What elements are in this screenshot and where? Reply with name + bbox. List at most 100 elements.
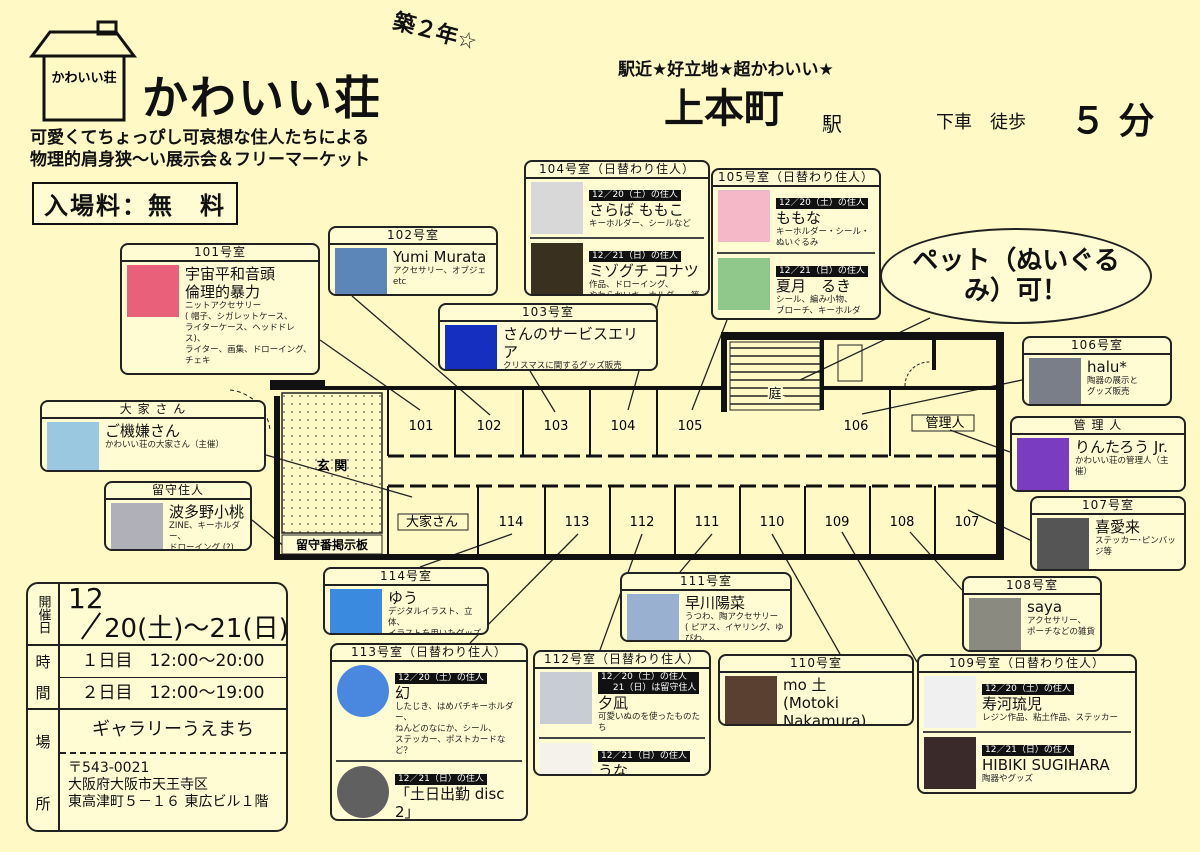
exhibitor-name: さらば ももこ (589, 201, 684, 219)
exhibitor-photo (718, 258, 770, 310)
day-badge: 12／21（日）の住人 (589, 251, 681, 262)
room-108-label: 108 (890, 515, 915, 530)
walk-minutes: ５ 分 (1070, 101, 1155, 142)
exhibitor-name: 幻 (395, 684, 411, 702)
box-room-104: 104号室（日替わり住人） 12／20（土）の住人さらば ももこ キーホルダー、… (524, 160, 710, 296)
exhibitor-description: かわいい荘の管理人（主催） (1075, 456, 1169, 477)
exhibitor-entry: 12／21（日）の住人ミゾグチ コナツ 作品、ドローイング、 やわらかいキーホル… (530, 237, 704, 294)
date-label: 開催日 (35, 594, 51, 634)
day-badge: 12／20（土）の住人 (589, 190, 681, 201)
exhibitor-entry: りんたろう Jr. かわいい荘の管理人（主催） (1012, 435, 1184, 490)
box-header: 107号室 (1032, 498, 1184, 515)
box-room-112: 112号室（日替わり住人） 12／20（土）の住人 21（日）は留守住人夕凪 可… (533, 650, 711, 776)
box-room-108: 108号室 saya アクセサリー、 ポーチなどの雑貨 (962, 576, 1102, 652)
exhibitor-description: うつわ、陶アクセサリー ( ピアス、イヤリング、ゆびわ、 ピンバッジ、ブローチ … (685, 612, 784, 642)
box-room-102: 102号室 Yumi Murata アクセサリー、オブジェ etc (328, 226, 498, 296)
time-label-1: 時 (35, 653, 51, 671)
landlord-room-label: 大家さん (406, 514, 458, 530)
exhibitor-name: HIBIKI SUGIHARA (982, 756, 1110, 774)
exhibitor-photo (47, 422, 99, 470)
exhibitor-name: ももな (776, 209, 822, 227)
exhibitor-description: デジタルイラスト、立体、 イラストを用いたグッズ (388, 607, 482, 635)
exhibitor-description: ZINE、キーホルダー、 ドローイング (?) (169, 521, 241, 551)
event-info-table: 開催日 12 20(土)〜21(日) 時 間 １日目 12:00〜20:00 ２… (26, 582, 288, 832)
box-header: 108号室 (964, 578, 1100, 595)
exhibitor-entry: 12／20（土）の住人ももな キーホルダー・シール・ ぬいぐるみ (713, 187, 879, 252)
notice-board-label: 留守番掲示板 (296, 537, 369, 552)
admission-fee: 入場料：無 料 (32, 182, 238, 225)
exhibitor-name: 夕凪 (598, 694, 629, 712)
exhibitor-entry: 12／20（土）の住人さらば ももこ キーホルダー、シールなど (526, 179, 708, 237)
day-badge: 12／20（土）の住人 21（日）は留守住人 (598, 672, 700, 694)
room-101-label: 101 (409, 419, 434, 434)
address-line-2: 東高津町５－１６ 東広ビル１階 (68, 794, 269, 810)
box-header: 112号室（日替わり住人） (535, 652, 709, 669)
room-113-label: 113 (565, 515, 590, 530)
exhibitor-name: Yumi Murata (393, 248, 487, 266)
box-header: 109号室（日替わり住人） (919, 656, 1135, 673)
box-header: 113号室（日替わり住人） (332, 645, 526, 662)
room-104-label: 104 (611, 419, 636, 434)
box-header: 104号室（日替わり住人） (526, 162, 708, 179)
entrance-label: 玄 関 (317, 458, 348, 474)
room-111-label: 111 (695, 515, 720, 530)
exhibitor-description: 可愛いぬのを使ったものたち (598, 712, 701, 733)
room-106-label: 106 (844, 419, 869, 434)
exhibitor-photo (725, 676, 777, 724)
room-109-label: 109 (825, 515, 850, 530)
box-header: 106号室 (1024, 338, 1170, 355)
exhibitor-entry: saya アクセサリー、 ポーチなどの雑貨 (964, 595, 1100, 650)
box-header: 大 家 さ ん (42, 402, 264, 419)
exhibitor-photo (1037, 518, 1089, 569)
exhibitor-name: りんたろう Jr. (1075, 438, 1168, 456)
logo: かわいい荘 (28, 20, 138, 124)
exhibitor-photo (540, 743, 592, 774)
exhibitor-name: saya (1027, 598, 1063, 616)
station-suffix: 駅 (822, 112, 842, 136)
garden-label: 庭 (768, 386, 781, 402)
exhibitor-entry: 喜愛来 ステッカー･ピンバッジ等 (1032, 515, 1184, 569)
box-room-110: 110号室 mo 土 (Motoki Nakamura) 器、アクセサリー (718, 654, 914, 726)
box-header: 111号室 (622, 574, 790, 591)
room-110-label: 110 (760, 515, 785, 530)
exhibitor-name: ゆう (388, 589, 419, 607)
page-title: かわいい荘 (142, 71, 382, 125)
bubble-text: ペット（ぬいぐるみ）可！ (912, 246, 1120, 306)
box-header: 管 理 人 (1012, 418, 1184, 435)
exhibitor-photo (718, 190, 770, 242)
exhibitor-name: 夏月 るき (776, 277, 852, 295)
exhibitor-name: halu* (1087, 358, 1127, 376)
exhibitor-description: キーホルダー、シールなど (589, 219, 691, 229)
exhibitor-entry: mo 土 (Motoki Nakamura) 器、アクセサリー (720, 673, 912, 724)
exhibitor-photo (330, 589, 382, 633)
box-header: 101号室 (122, 245, 318, 262)
exhibitor-entry: 12／20（土）の住人 21（日）は留守住人夕凪 可愛いぬのを使ったものたち (535, 669, 709, 737)
exhibitor-entry: 12／20（土）の住人幻 したじき、はめパチキーホルダー、 ねんどのなにか、シー… (332, 662, 526, 760)
tagline-1: 可愛くてちょっぴし可哀想な住人たちによる (30, 128, 369, 148)
box-header: 105号室（日替わり住人） (713, 170, 879, 187)
exhibitor-photo (127, 265, 179, 317)
box-room-113: 113号室（日替わり住人） 12／20（土）の住人幻 したじき、はめパチキーホル… (330, 643, 528, 821)
day-badge: 12／20（土）の住人 (395, 673, 487, 684)
box-header: 留守住人 (106, 483, 250, 500)
exhibitor-name: 波多野小桃 (169, 503, 245, 521)
exhibitor-description: 陶器の展示と グッズ販売 (1087, 376, 1139, 397)
exhibitor-entry: さんのサービスエリア クリスマスに関するグッズ販売 ドローイングの展示と販売 (440, 322, 656, 369)
exhibitor-photo (531, 182, 583, 234)
exhibitor-photo (924, 737, 976, 789)
exhibitor-photo (540, 672, 592, 724)
box-house-sitter: 留守住人 波多野小桃 ZINE、キーホルダー、 ドローイング (?) (104, 481, 252, 551)
exhibitor-photo (627, 594, 679, 640)
exhibitor-description: したじき、はめパチキーホルダー、 ねんどのなにか、シール、 ステッカー、ポストカ… (395, 702, 514, 756)
exhibitor-description: 陶器やグッズ (982, 774, 1034, 784)
box-room-103: 103号室 さんのサービスエリア クリスマスに関するグッズ販売 ドローイングの展… (438, 303, 658, 371)
exhibitor-photo (1017, 438, 1069, 490)
exhibitor-description: アクセサリー、 ポーチなどの雑貨 (1027, 616, 1096, 637)
exhibitor-name: ミゾグチ コナツ (589, 262, 699, 280)
exhibitor-description: ステッカー･ピンバッジ等 (1095, 536, 1176, 557)
room-112-label: 112 (630, 515, 655, 530)
exhibitor-name: 早川陽菜 (685, 594, 746, 612)
exhibitor-entry: 宇宙平和音頭 倫理的暴力 ニットアクセサリー ( 帽子、シガレットケース、 ライ… (122, 262, 318, 370)
